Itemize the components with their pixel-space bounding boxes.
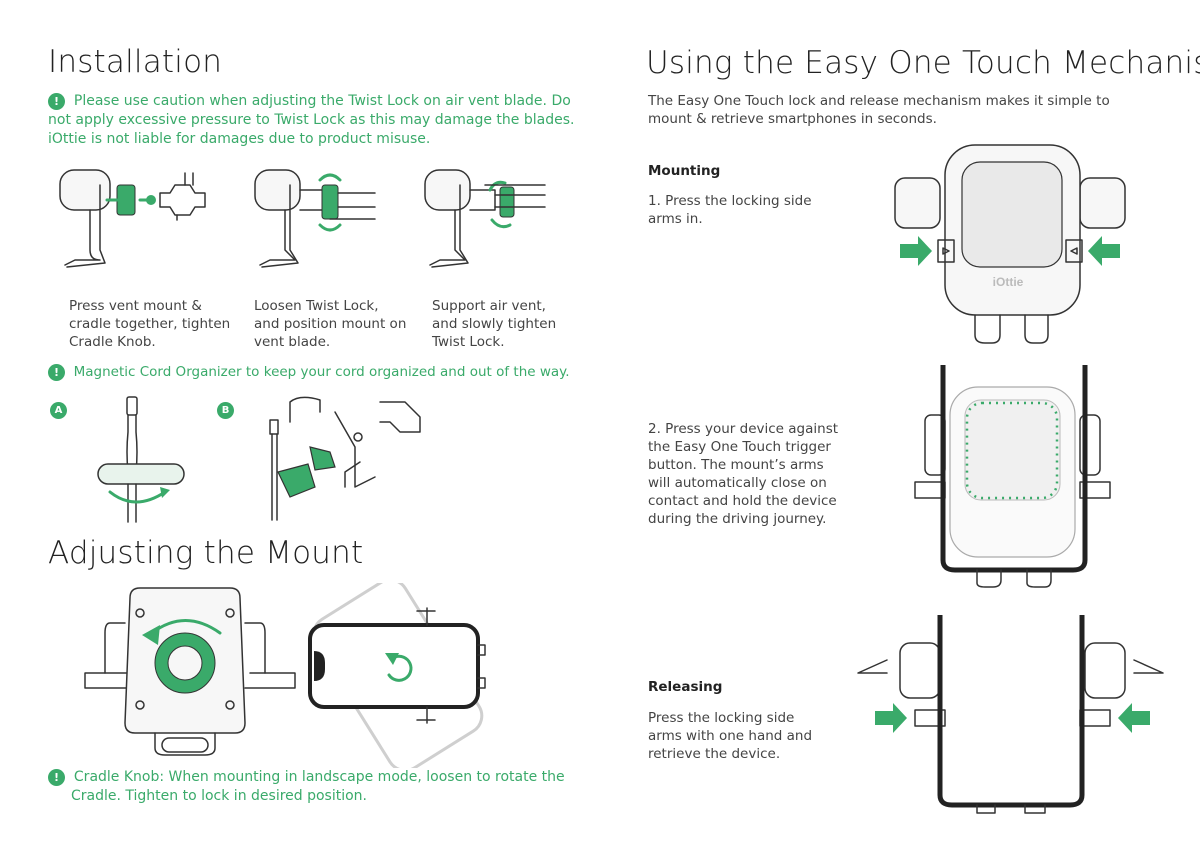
cord-organizer-a-illustration	[97, 396, 185, 523]
mounting-label: Mounting	[648, 163, 721, 179]
device-pressing-illustration	[914, 365, 1111, 588]
step1-illustration	[59, 169, 206, 268]
exclamation-circle-icon: !	[48, 363, 65, 381]
exclamation-circle-icon: !	[48, 768, 65, 786]
device-releasing-illustration	[857, 615, 1164, 814]
installation-step-illustrations	[59, 169, 546, 268]
badge-a: A	[50, 402, 67, 419]
cord-organizer-illustrations	[97, 396, 421, 523]
mechanism-intro: The Easy One Touch lock and release mech…	[648, 93, 1110, 127]
exclamation-circle-icon: !	[48, 92, 65, 110]
cord-organizer-note: ! Magnetic Cord Organizer to keep your c…	[48, 363, 570, 382]
adjusting-title: Adjusting the Mount	[48, 535, 364, 571]
step3-illustration	[424, 169, 546, 268]
mount-step2-text: 2. Press your device against the Easy On…	[648, 421, 839, 527]
landscape-rotation-illustration	[308, 583, 486, 768]
warning-line-1: Please use caution when adjusting the Tw…	[73, 93, 571, 109]
step1-caption: Press vent mount & cradle together, tigh…	[69, 298, 231, 350]
warning-line-3: iOttie is not liable for damages due to …	[48, 131, 431, 147]
step2-caption: Loosen Twist Lock, and position mount on…	[254, 298, 407, 350]
badge-b: B	[217, 402, 234, 419]
release-text: Press the locking side arms with one han…	[648, 710, 813, 762]
warning-line-2: not apply excessive pressure to Twist Lo…	[48, 112, 575, 128]
cord-organizer-b-illustration	[269, 396, 421, 521]
cradle-knob-note: ! Cradle Knob: When mounting in landscap…	[48, 768, 588, 806]
releasing-label: Releasing	[648, 679, 723, 695]
step3-caption: Support air vent, and slowly tighten Twi…	[432, 298, 557, 350]
cradle-knob-illustration	[84, 587, 296, 756]
step2-illustration	[254, 169, 376, 268]
installation-title: Installation	[48, 44, 223, 80]
mounting-arms-illustration: iOttie	[894, 144, 1126, 344]
mount-step1-text: 1. Press the locking side arms in.	[648, 193, 812, 227]
iottie-logo: iOttie	[993, 275, 1024, 289]
installation-warning: ! Please use caution when adjusting the …	[48, 92, 575, 149]
adjusting-illustrations	[84, 583, 486, 768]
mechanism-title: Using the Easy One Touch Mechanism	[646, 45, 1200, 81]
